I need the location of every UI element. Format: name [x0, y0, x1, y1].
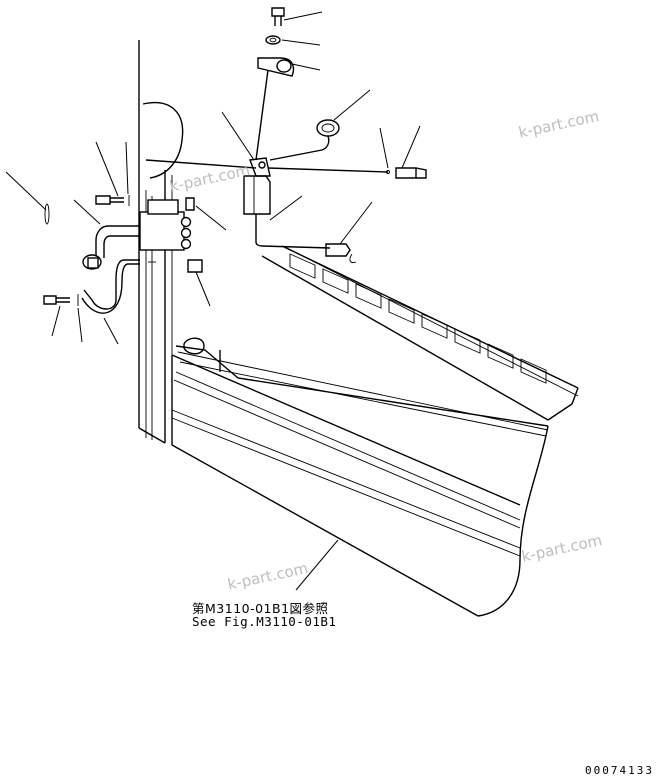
reference-japanese: 第M3110-01B1図参照	[192, 601, 329, 616]
bolt-left-upper	[95, 195, 130, 206]
bolt-top	[271, 7, 285, 26]
reference-english: See Fig.M3110-01B1	[192, 614, 337, 629]
washer-small	[44, 203, 50, 225]
grommet	[316, 119, 340, 137]
elbow-connector	[82, 225, 140, 270]
bolt-left-lower	[43, 294, 79, 306]
sensor-bracket	[243, 157, 357, 263]
clamp-top	[257, 57, 295, 77]
washer-top	[265, 35, 281, 45]
bolt-right	[386, 167, 427, 179]
vent-panel	[261, 245, 579, 421]
leader-lines	[5, 11, 421, 591]
drawing-number: 00074133	[585, 764, 654, 777]
relay-assembly	[139, 197, 203, 273]
side-cover-panel	[171, 337, 549, 617]
ground-wire	[81, 259, 156, 314]
